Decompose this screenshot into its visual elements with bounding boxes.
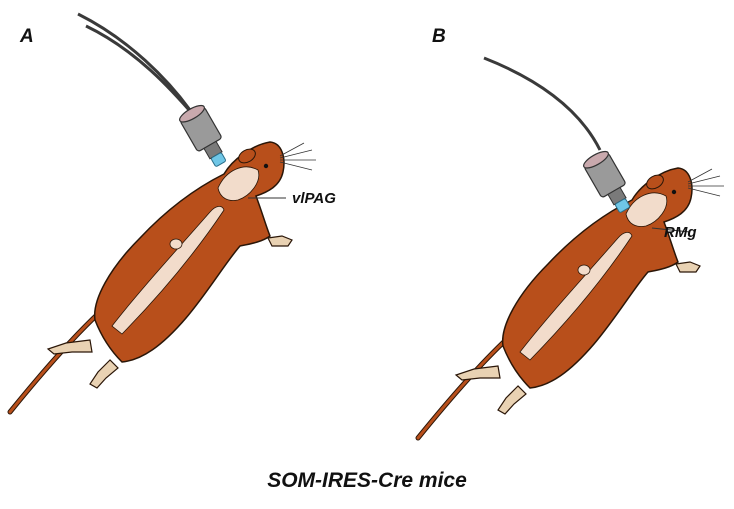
mouse-illustration [418,168,724,438]
region-label-rmg: RMg [664,224,697,241]
panel-b-illustration [0,0,734,470]
figure-caption: SOM-IRES-Cre mice [0,469,734,493]
fiber-implant-icon [581,148,637,217]
optic-fiber-cable [484,58,600,150]
